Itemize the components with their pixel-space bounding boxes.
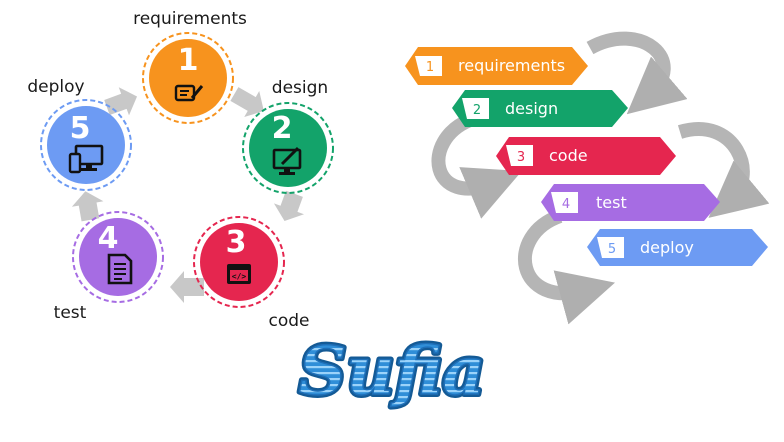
flow-label-deploy: deploy (640, 238, 694, 257)
cycle-arrow-4-5 (71, 191, 104, 222)
flow-label-design: design (505, 99, 558, 118)
flow-label-requirements: requirements (458, 56, 565, 75)
flow-step-requirements: 1 requirements (405, 47, 588, 85)
flow-curve-3-4 (677, 122, 770, 218)
cycle-arrow-5-1 (104, 87, 138, 116)
cycle-label-design: design (272, 78, 328, 98)
cycle-label-code: code (269, 311, 310, 331)
flow-step-design: 2 design (452, 90, 628, 127)
cycle-arrow-2-3 (273, 190, 305, 222)
flow-number-5: 5 (608, 242, 616, 257)
cycle-number-2: 2 (272, 111, 293, 146)
flow-step-code: 3 code (496, 137, 676, 175)
flow-number-4: 4 (562, 197, 570, 212)
flow-curve-1-2 (586, 31, 688, 115)
scroll-pen-icon (174, 84, 204, 102)
cycle-step-test: 4 test (54, 211, 164, 323)
cycle-arrow-1-2 (230, 87, 264, 117)
flow-label-test: test (596, 193, 627, 212)
flow-step-test: 4 test (541, 184, 720, 221)
cycle-number-3: 3 (226, 225, 247, 260)
logo-text-shadow: Sufia (299, 332, 485, 410)
cycle-label-requirements: requirements (133, 9, 247, 29)
flow-label-code: code (549, 146, 588, 165)
cycle-step-code: 3 </> code (193, 216, 310, 331)
flow-number-2: 2 (473, 103, 481, 118)
cycle-label-test: test (54, 303, 87, 323)
sufia-logo: Sufia Sufia (296, 329, 488, 413)
flow-step-deploy: 5 deploy (587, 229, 768, 266)
cycle-step-requirements: 1 requirements (133, 9, 247, 124)
cycle-number-4: 4 (98, 221, 119, 256)
flow-number-3: 3 (517, 150, 525, 165)
cycle-step-design: 2 design (242, 78, 334, 194)
cycle-number-1: 1 (178, 43, 199, 78)
flow-diagram: 1 requirements 2 design 3 code 4 test 5 … (405, 31, 770, 325)
cycle-step-deploy: 5 deploy (27, 77, 132, 191)
cycle-diagram: 1 requirements 2 design (27, 9, 334, 331)
logo-text: Sufia (299, 332, 485, 410)
monitor-pen-icon (272, 146, 302, 175)
checklist-icon (107, 253, 133, 285)
flow-number-1: 1 (426, 60, 434, 75)
cycle-label-deploy: deploy (27, 77, 84, 97)
svg-text:</>: </> (232, 272, 247, 281)
flow-curve-4-5 (518, 209, 616, 325)
cycle-arrow-3-4 (170, 271, 204, 303)
code-window-icon: </> (227, 264, 251, 284)
flow-curve-2-3 (431, 113, 522, 219)
cycle-number-5: 5 (70, 111, 91, 146)
devices-icon (68, 144, 104, 174)
